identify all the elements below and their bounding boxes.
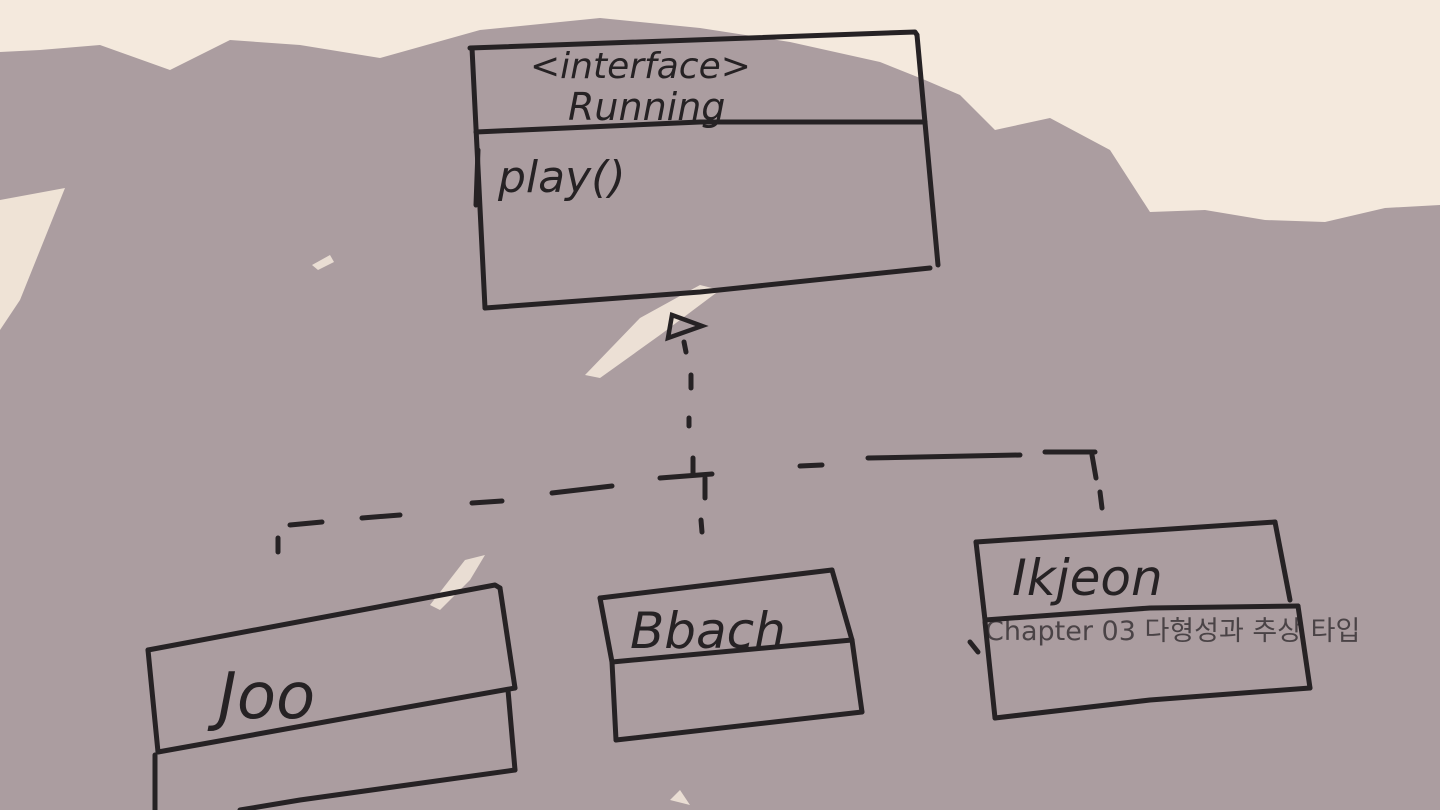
interface-box [467,29,941,311]
interface-method: play() [497,152,626,203]
class-bbach-divider [609,637,855,665]
realization-arrowhead [665,311,709,342]
class-bbach-name: Bbach [630,602,786,660]
class-box-ikjeon [967,519,1313,721]
class-box-bbach [597,567,865,743]
class-joo-divider [155,685,518,755]
interface-stereotype: <interface> [530,46,751,87]
class-ikjeon-divider [982,603,1301,623]
interface-divider [473,119,928,135]
class-box-joo [145,582,518,810]
class-ikjeon-name: Ikjeon [1012,549,1163,607]
realization-connector [275,311,1105,555]
class-joo-name: Joo [207,660,315,734]
interface-name: Running [568,85,725,129]
